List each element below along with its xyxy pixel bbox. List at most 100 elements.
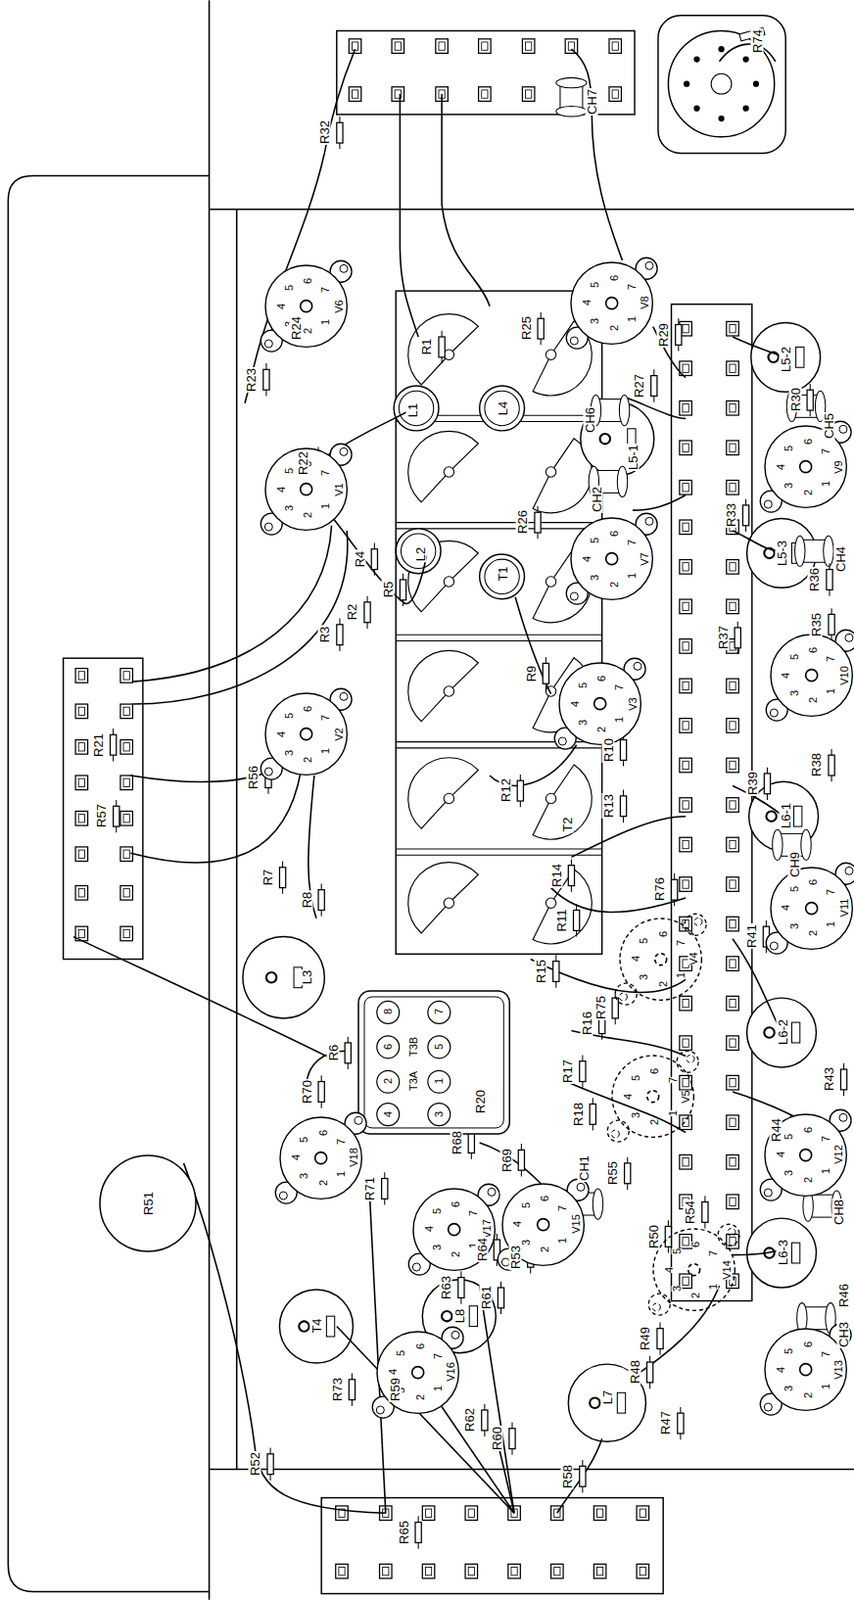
terminal-lug — [521, 87, 535, 102]
terminal-ring — [427, 1070, 451, 1093]
terminal-lug — [120, 740, 134, 756]
resistor-symbol — [468, 1133, 475, 1154]
wire — [515, 597, 551, 695]
terminal-number: 1 — [432, 1078, 444, 1085]
node-outline — [399, 1175, 509, 1284]
wire — [132, 530, 347, 705]
pin-number: 5 — [670, 1248, 682, 1255]
pin-number: 7 — [468, 1210, 479, 1217]
pin-number: 2 — [317, 1180, 329, 1187]
pin-number: 5 — [283, 284, 294, 291]
resistor-symbol — [267, 1454, 274, 1475]
terminal-hole — [123, 889, 130, 898]
part-label: R71 — [363, 1176, 377, 1202]
pin-number: 3 — [520, 1239, 531, 1246]
socket-center — [687, 1264, 700, 1277]
tube-socket: V21234567 — [251, 679, 361, 789]
terminal-ring — [427, 1000, 451, 1024]
terminal-lug — [679, 798, 693, 813]
pin-number: 1 — [825, 921, 837, 928]
pin-number: 6 — [302, 706, 314, 712]
pin-number: 1 — [666, 1109, 678, 1116]
terminal-hole — [729, 364, 736, 373]
terminal-hole — [729, 1118, 736, 1127]
resistor-symbol — [399, 579, 406, 601]
resistor-symbol — [497, 1287, 504, 1309]
terminal-hole — [612, 90, 618, 98]
chassis-edge — [208, 0, 211, 1600]
terminal-lug — [679, 1075, 693, 1091]
part-label: R49 — [638, 1326, 652, 1352]
pin-number: 1 — [625, 316, 637, 323]
resistor-symbol — [828, 755, 835, 776]
terminal-lug — [75, 668, 89, 684]
mounting-nut — [377, 1406, 385, 1415]
part-label: CH7 — [585, 88, 599, 116]
terminal-lug — [726, 560, 740, 575]
rotor-plate — [408, 862, 479, 934]
rotor-screw — [443, 686, 454, 697]
chassis-fold — [209, 208, 854, 211]
part-label: L1 — [405, 402, 419, 419]
pin-number: 3 — [630, 1112, 642, 1119]
coil-can — [393, 385, 439, 431]
resistor-symbol — [336, 122, 343, 143]
pin-number: 5 — [788, 886, 800, 893]
pin-number: 7 — [320, 470, 332, 476]
part-label: R4 — [352, 550, 366, 570]
part-label: L6-2 — [776, 1018, 790, 1046]
terminal-hole — [682, 1277, 689, 1285]
terminal-hole — [682, 840, 689, 849]
part-label: R2 — [345, 603, 359, 622]
terminal-lug — [726, 1036, 740, 1051]
shield-plate — [395, 521, 602, 523]
part-label: L5-1 — [625, 443, 639, 472]
resistor-symbol — [651, 376, 658, 397]
terminal-hole — [525, 90, 532, 98]
terminal-lug — [679, 1115, 693, 1131]
part-label: R3 — [318, 625, 332, 645]
terminal-lug — [726, 1075, 740, 1091]
terminal-hole — [729, 959, 736, 968]
pin-number: 2 — [302, 328, 314, 334]
resistor-symbol — [612, 997, 618, 1019]
part-label: L6-1 — [779, 802, 793, 830]
wire — [570, 816, 686, 858]
part-label: R15 — [534, 958, 548, 985]
terminal-lug — [120, 810, 134, 826]
pin-number: 5 — [630, 1075, 642, 1082]
terminal-lug — [609, 39, 622, 54]
terminal-hole — [682, 801, 689, 809]
pin-number: 7 — [825, 656, 837, 663]
socket-center — [805, 669, 817, 682]
terminal-lug — [120, 775, 134, 791]
part-label: R5 — [380, 580, 394, 600]
terminal-lug — [465, 1564, 478, 1579]
terminal-hole — [612, 42, 618, 50]
part-label: L7 — [600, 1389, 614, 1406]
terminal-hole — [382, 1566, 389, 1575]
socket-plate — [612, 1055, 694, 1138]
terminal-hole — [682, 563, 689, 571]
terminal-lug — [609, 87, 622, 102]
terminal-hole — [511, 1566, 518, 1575]
resistor-symbol — [840, 1069, 847, 1091]
terminal-number: 6 — [381, 1043, 393, 1050]
pin-number: 3 — [788, 923, 800, 930]
resistor-symbol — [553, 961, 560, 983]
terminal-hole — [682, 721, 689, 730]
part-label: R46 — [836, 1282, 850, 1309]
pin-number: 6 — [608, 530, 619, 537]
part-label: CH4 — [834, 545, 848, 573]
resistor-symbol — [336, 624, 343, 646]
terminal-lug — [565, 39, 578, 54]
resistor-symbol — [381, 1179, 388, 1200]
mounting-nut — [264, 339, 273, 348]
part-label: R58 — [561, 1464, 574, 1490]
resistor-symbol — [481, 1410, 488, 1431]
terminal-hole — [123, 778, 130, 787]
part-label: R32 — [318, 119, 332, 145]
pin-number: 3 — [283, 505, 294, 512]
terminal-lug — [679, 520, 693, 535]
